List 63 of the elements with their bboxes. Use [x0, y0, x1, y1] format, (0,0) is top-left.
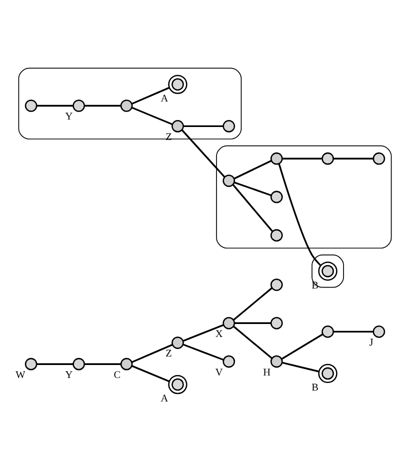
node-label: X	[215, 328, 223, 340]
connector	[182, 130, 226, 178]
node-circle	[270, 316, 283, 330]
node-circle	[222, 174, 236, 187]
node-label: A	[160, 394, 168, 405]
connector	[182, 344, 224, 361]
node-circle	[72, 358, 85, 370]
connector	[36, 363, 74, 365]
node-label: B	[312, 382, 318, 394]
connector	[132, 106, 173, 126]
node-circle	[372, 152, 386, 165]
node-circle	[222, 316, 236, 330]
connector	[132, 86, 170, 105]
connector	[233, 287, 272, 321]
connector	[278, 163, 322, 266]
node-circle	[322, 326, 334, 338]
connector	[281, 334, 324, 360]
connector	[84, 363, 121, 365]
node-circle	[120, 100, 133, 112]
node-circle	[270, 190, 283, 204]
node-circle	[72, 100, 85, 112]
node-circle	[24, 358, 38, 370]
node-label: Z	[166, 348, 172, 360]
node-circle	[24, 100, 38, 112]
node-circle	[318, 262, 338, 281]
node-circle	[172, 336, 184, 349]
node-circle	[270, 278, 283, 291]
node-label: J	[369, 337, 374, 348]
node-label: Y	[65, 370, 73, 381]
connector	[182, 324, 224, 342]
node-circle	[222, 120, 236, 132]
node-circle	[318, 364, 338, 384]
cluster	[216, 145, 392, 249]
node-circle	[168, 374, 188, 394]
connector	[234, 160, 272, 180]
node-circle	[270, 152, 283, 165]
connector	[282, 158, 322, 160]
node-label: Y	[65, 111, 73, 122]
connector	[334, 330, 374, 333]
node-circle	[322, 152, 334, 165]
node-label: W	[16, 370, 26, 381]
connector	[132, 344, 173, 363]
connector	[232, 184, 274, 232]
connector	[132, 365, 170, 382]
node-circle	[120, 358, 133, 370]
connector	[234, 182, 272, 196]
node-label: H	[263, 367, 271, 378]
node-circle	[222, 355, 236, 368]
connector	[36, 104, 74, 107]
cluster	[312, 254, 344, 288]
connector	[282, 362, 319, 372]
node-label: V	[215, 367, 223, 378]
cluster	[18, 68, 242, 140]
node-label: A	[160, 94, 168, 105]
node-circle	[372, 326, 386, 338]
node-circle	[270, 355, 283, 368]
connector	[234, 322, 271, 324]
connector	[84, 104, 121, 107]
node-circle	[172, 120, 184, 132]
node-circle	[168, 74, 188, 94]
connector	[233, 326, 272, 359]
node-circle	[270, 229, 283, 242]
node-label: C	[114, 370, 121, 381]
